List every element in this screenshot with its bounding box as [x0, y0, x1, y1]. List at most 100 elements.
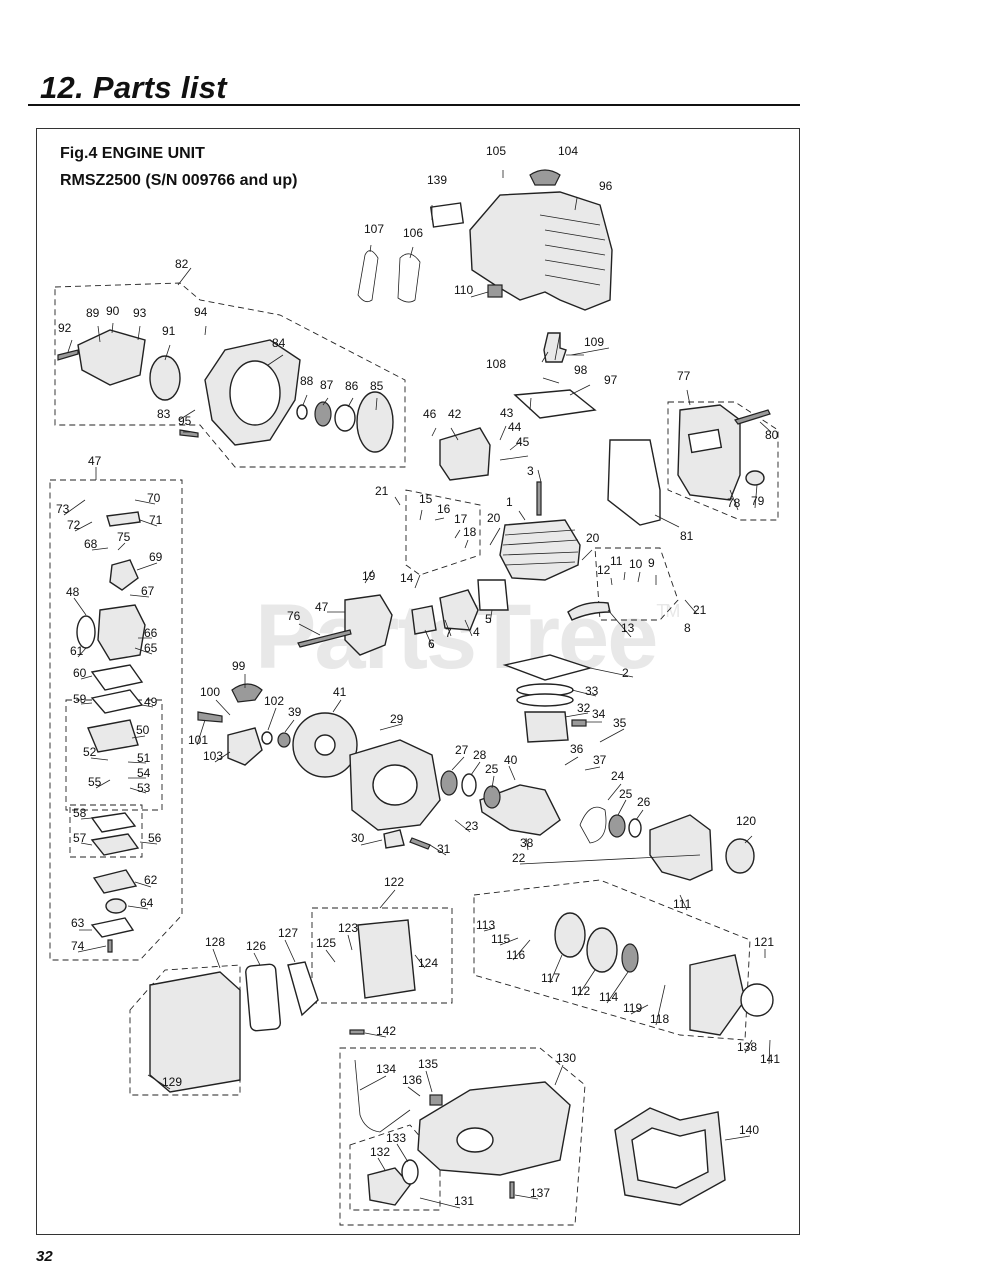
callout-12: 12 — [597, 563, 611, 577]
part-washer-102 — [261, 731, 273, 745]
callout-53: 53 — [137, 781, 151, 795]
callout-70: 70 — [147, 491, 161, 505]
part-filter-91 — [149, 355, 181, 401]
page-heading: 12. Parts list — [40, 70, 227, 105]
callout-38: 38 — [520, 836, 534, 850]
callout-110: 110 — [454, 283, 473, 297]
lead-lines — [63, 170, 772, 1209]
callout-138: 138 — [737, 1040, 757, 1054]
part-ring-33b — [516, 693, 574, 707]
group-131-outline — [349, 1124, 441, 1211]
callout-13: 13 — [621, 621, 635, 635]
callout-20: 20 — [487, 511, 501, 525]
callout-47: 47 — [315, 600, 329, 614]
callout-141: 141 — [760, 1052, 780, 1066]
callout-104: 104 — [558, 144, 578, 158]
part-bracket-89 — [77, 329, 146, 386]
part-shield-81 — [607, 439, 661, 526]
callout-7: 7 — [445, 626, 452, 640]
part-case-138 — [689, 954, 746, 1036]
callout-96: 96 — [599, 179, 613, 193]
callout-74: 74 — [71, 939, 85, 953]
part-screw-137 — [509, 1181, 515, 1199]
group-77-outline — [667, 401, 779, 521]
part-block-30 — [383, 829, 405, 849]
part-cap-131 — [367, 1167, 411, 1206]
part-cylinder-1 — [499, 519, 581, 581]
callout-116: 116 — [506, 948, 525, 962]
callout-84: 84 — [272, 336, 286, 350]
callout-48: 48 — [66, 585, 80, 599]
callout-142: 142 — [376, 1024, 396, 1038]
callout-50: 50 — [136, 723, 150, 737]
callout-101: 101 — [188, 733, 208, 747]
part-cover-57 — [90, 833, 140, 856]
part-piston-32 — [524, 711, 569, 743]
part-pump-69 — [109, 559, 139, 591]
callout-57: 57 — [73, 831, 87, 845]
callout-139: 139 — [427, 173, 447, 187]
callout-85: 85 — [370, 379, 384, 393]
part-pulley-112 — [586, 927, 618, 973]
part-gasket-59 — [90, 689, 144, 714]
callout-124: 124 — [418, 956, 438, 970]
callout-45: 45 — [516, 435, 530, 449]
heading-rule — [28, 104, 800, 106]
part-spring-114 — [621, 943, 639, 973]
callout-46: 46 — [423, 407, 437, 421]
callout-92: 92 — [58, 321, 72, 335]
figure-model: RMSZ2500 (S/N 009766 and up) — [60, 172, 298, 189]
part-seal-26 — [628, 818, 642, 838]
part-carburetor-6 — [344, 594, 393, 656]
callout-108: 108 — [486, 357, 506, 371]
part-screw-31 — [409, 837, 431, 850]
callout-126: 126 — [246, 939, 266, 953]
callout-83: 83 — [157, 407, 171, 421]
callout-19: 19 — [362, 569, 376, 583]
callout-79: 79 — [751, 494, 765, 508]
group-49-outline — [65, 699, 163, 811]
group-8-outline — [594, 547, 679, 621]
callout-81: 81 — [680, 529, 694, 543]
callout-68: 68 — [84, 537, 98, 551]
part-diaphragm-60 — [90, 664, 144, 691]
part-gasket-97 — [513, 389, 597, 419]
part-muffler-78 — [677, 404, 741, 501]
part-pin-34 — [571, 719, 587, 727]
callout-28: 28 — [473, 748, 487, 762]
callout-42: 42 — [448, 407, 462, 421]
part-nut-39 — [277, 732, 291, 748]
callout-89: 89 — [86, 306, 100, 320]
callout-97: 97 — [604, 373, 618, 387]
part-fuel-tank-130 — [417, 1081, 571, 1176]
part-screw-95 — [179, 429, 199, 438]
callout-11: 11 — [610, 554, 623, 568]
callout-129: 129 — [162, 1075, 182, 1089]
part-screw-74 — [107, 939, 113, 953]
callout-118: 118 — [650, 1012, 669, 1026]
callout-27: 27 — [455, 743, 469, 757]
callout-39: 39 — [288, 705, 302, 719]
cylinder-fins — [502, 529, 579, 566]
callout-64: 64 — [140, 896, 154, 910]
callout-98: 98 — [574, 363, 588, 377]
part-cap-79 — [745, 470, 765, 486]
callout-3: 3 — [527, 464, 534, 478]
callout-132: 132 — [370, 1145, 390, 1159]
callout-134: 134 — [376, 1062, 396, 1076]
cover-fins — [539, 214, 606, 286]
callout-130: 130 — [556, 1051, 576, 1065]
callout-41: 41 — [333, 685, 347, 699]
callout-21: 21 — [375, 484, 389, 498]
callout-112: 112 — [571, 984, 590, 998]
diagram-frame — [36, 128, 800, 1235]
part-air-base-123 — [357, 919, 416, 999]
callout-20: 20 — [586, 531, 600, 545]
part-crankcase-half — [649, 814, 713, 881]
part-bolt-3 — [536, 481, 542, 516]
part-knob-104 — [529, 169, 561, 186]
part-hose-134 — [354, 1059, 411, 1133]
callout-121: 121 — [754, 935, 774, 949]
part-shapes — [57, 169, 774, 1206]
part-clip-107 — [357, 250, 379, 303]
